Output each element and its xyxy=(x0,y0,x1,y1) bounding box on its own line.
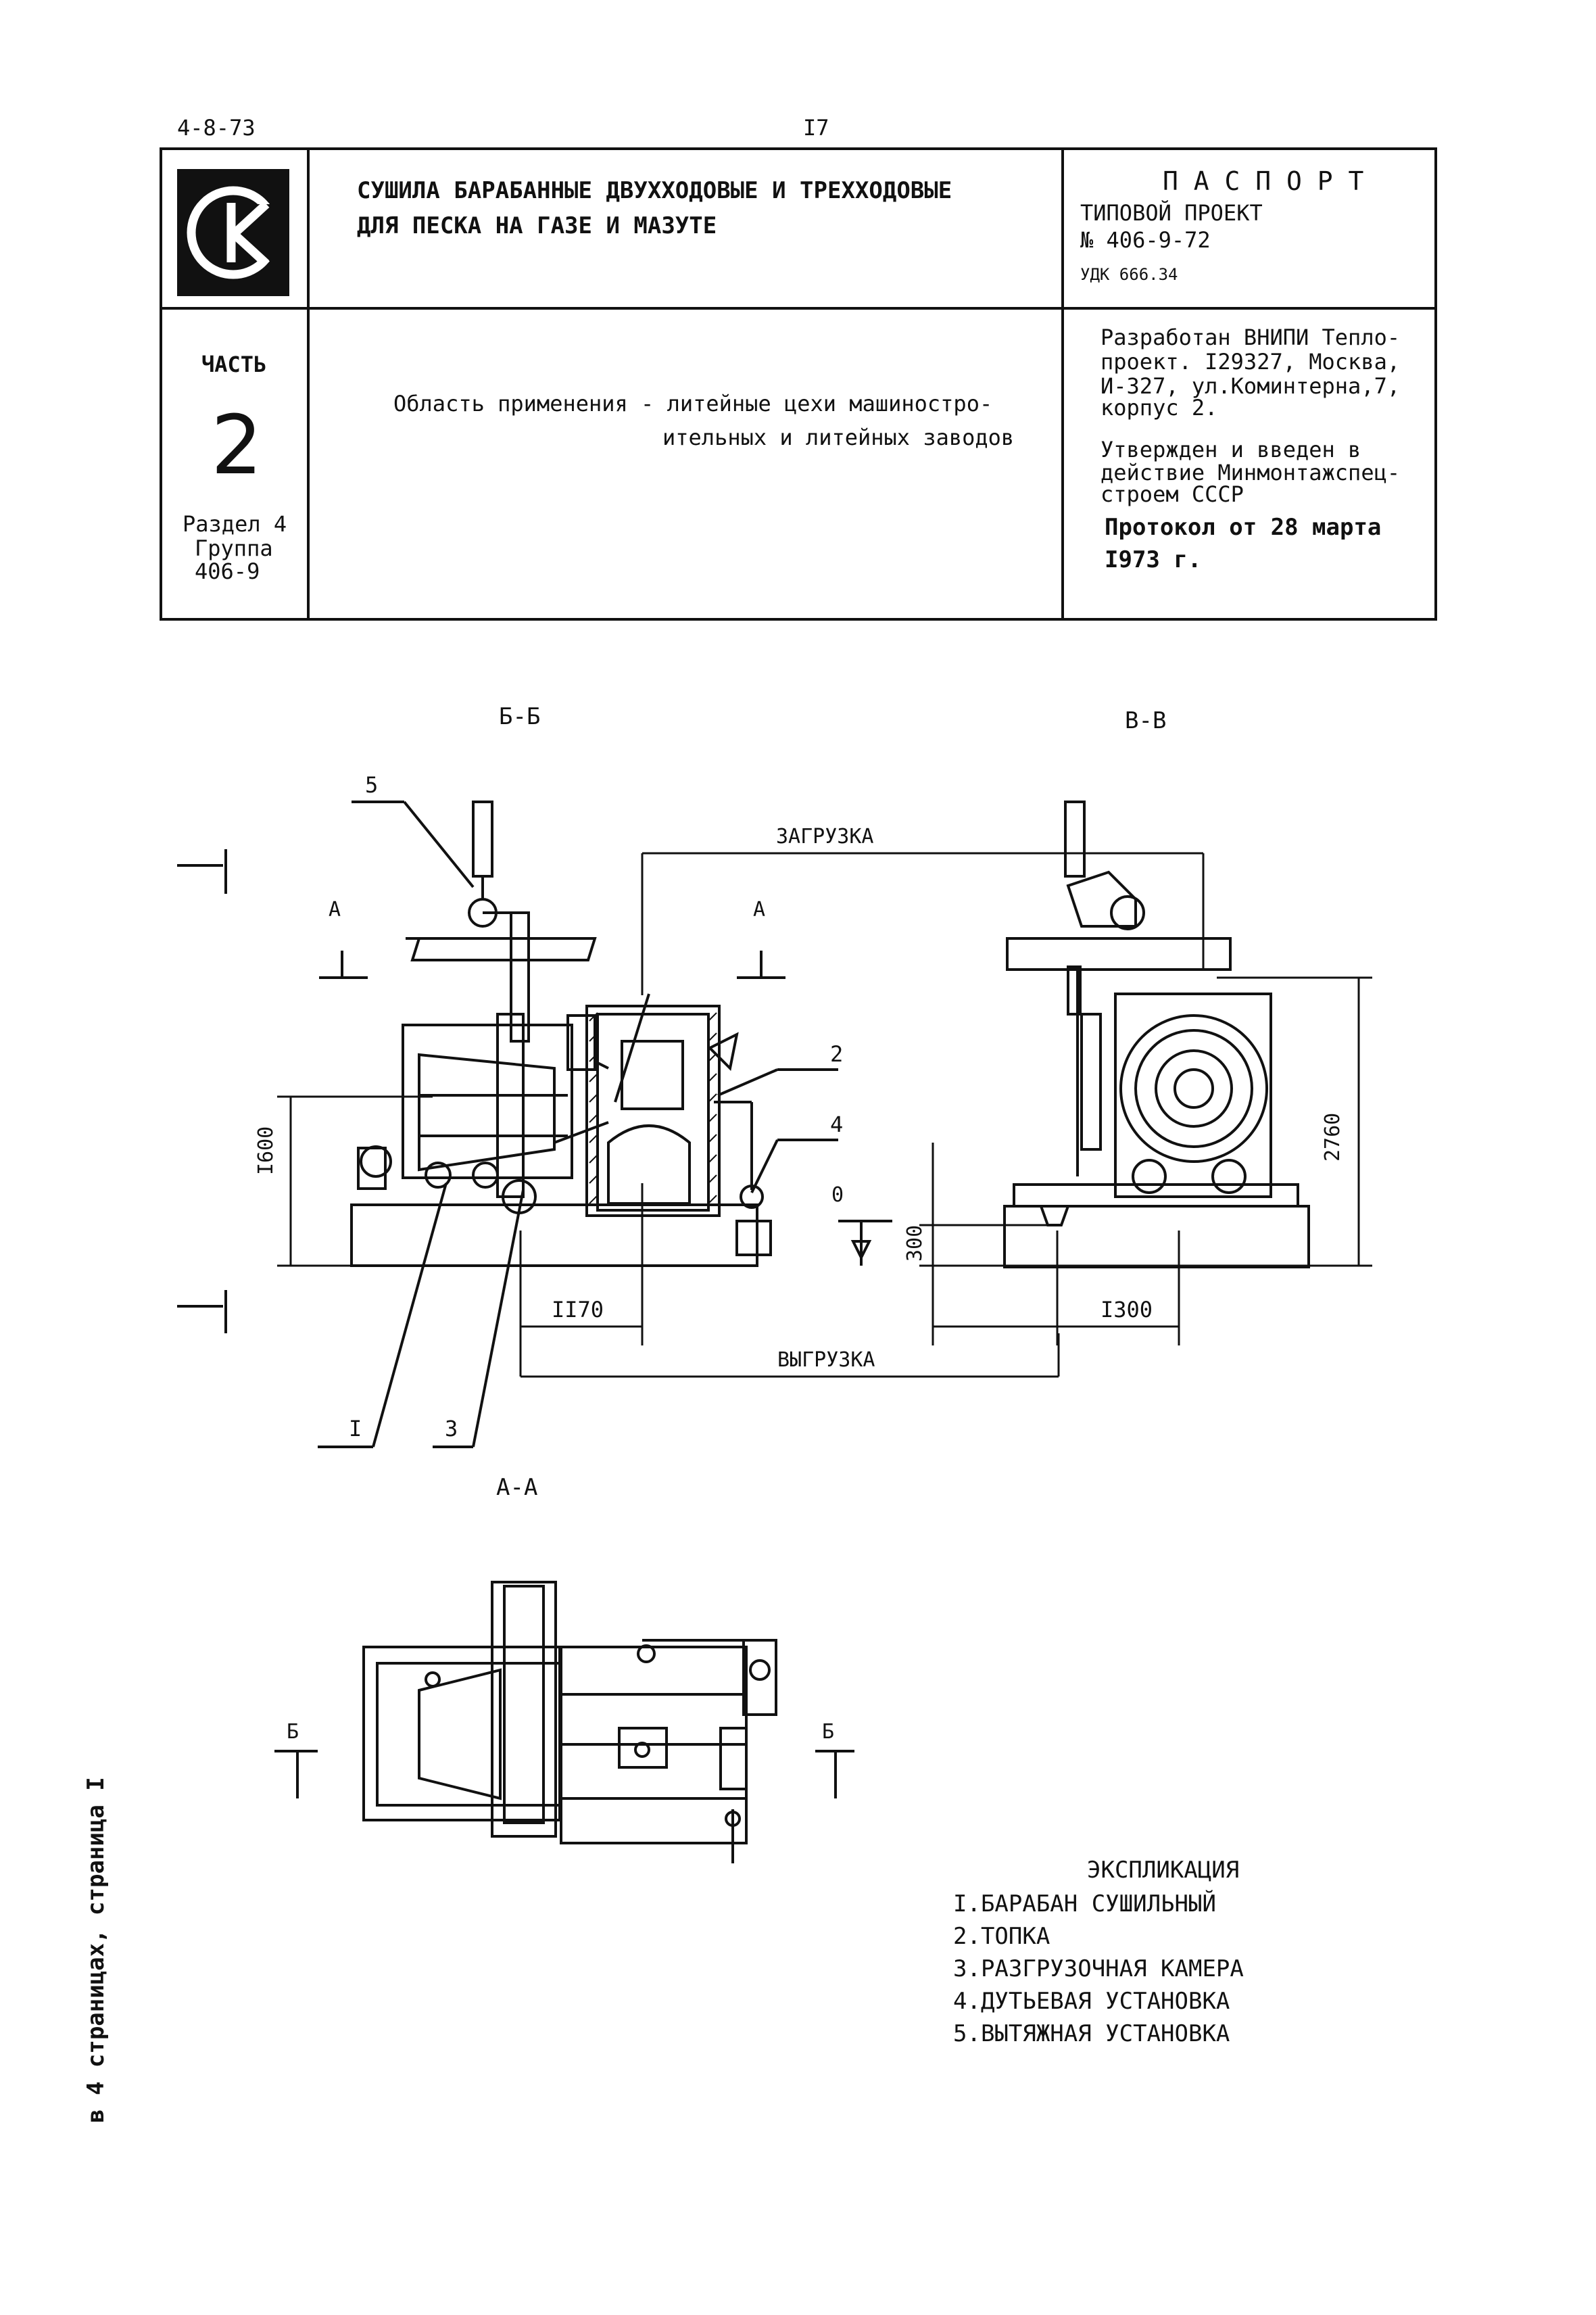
callout-3: 3 xyxy=(445,1416,458,1441)
developer-line3: И-327, ул.Коминтерна,7, xyxy=(1101,373,1401,399)
document-title-line1: СУШИЛА БАРАБАННЫЕ ДВУХХОДОВЫЕ И ТРЕХХОДО… xyxy=(357,177,952,204)
title-block xyxy=(160,147,1437,621)
scope-line2: ительных и литейных заводов xyxy=(662,425,1015,450)
cut-label-b-left: Б xyxy=(287,1720,299,1744)
legend-item: 3.РАЗГРУЗОЧНАЯ КАМЕРА xyxy=(953,1955,1244,1982)
legend-item: 4.ДУТЬЕВАЯ УСТАНОВКА xyxy=(953,1988,1230,2015)
cut-label-a-left: А xyxy=(329,898,341,922)
document-title-line2: ДЛЯ ПЕСКА НА ГАЗЕ И МАЗУТЕ xyxy=(357,212,717,239)
group-label: Группа xyxy=(195,535,273,561)
title-block-divider-left xyxy=(307,147,310,621)
callout-5: 5 xyxy=(365,772,379,798)
approved-line2: действие Минмонтажспец- xyxy=(1101,460,1401,485)
approved-line3: строем СССР xyxy=(1101,481,1244,507)
cut-label-a-right: А xyxy=(753,898,766,922)
developer-line2: проект. I29327, Москва, xyxy=(1101,349,1401,375)
udk-code: УДК 666.34 xyxy=(1080,265,1178,284)
part-number: 2 xyxy=(211,399,263,493)
loading-label: ЗАГРУЗКА xyxy=(776,825,874,849)
protocol-line2: I973 г. xyxy=(1105,546,1202,573)
level-zero-label: 0 xyxy=(831,1183,844,1207)
section-label: Раздел 4 xyxy=(183,511,287,537)
protocol-line1: Протокол от 28 марта xyxy=(1105,514,1382,541)
project-type: ТИПОВОЙ ПРОЕКТ xyxy=(1080,200,1263,226)
ck-logo-icon xyxy=(177,169,294,296)
callout-1: I xyxy=(349,1416,362,1441)
approved-line1: Утвержден и введен в xyxy=(1101,437,1361,462)
unloading-label: ВЫГРУЗКА xyxy=(777,1348,875,1372)
dimension-2760: 2760 xyxy=(1321,1112,1345,1162)
title-block-divider-right xyxy=(1061,147,1064,621)
dimension-1300: I300 xyxy=(1101,1297,1153,1322)
group-number: 406-9 xyxy=(195,558,260,584)
dimension-300: 300 xyxy=(903,1224,927,1262)
legend-item: I.БАРАБАН СУШИЛЬНЫЙ xyxy=(953,1890,1216,1917)
project-number: № 406-9-72 xyxy=(1080,227,1211,253)
document-code: 4-8-73 xyxy=(177,115,256,141)
callout-4: 4 xyxy=(830,1112,844,1137)
legend-title: ЭКСПЛИКАЦИЯ xyxy=(1087,1857,1240,1884)
scope-line1: Область применения - литейные цехи машин… xyxy=(393,391,993,416)
dimension-1600: I600 xyxy=(254,1126,278,1175)
dimension-1170: II70 xyxy=(552,1297,604,1322)
section-aa-label: А-А xyxy=(496,1474,538,1501)
legend-item: 2.ТОПКА xyxy=(953,1923,1050,1950)
title-block-divider-middle xyxy=(160,307,1437,310)
section-vv-label: В-В xyxy=(1125,707,1167,734)
part-label: ЧАСТЬ xyxy=(201,352,267,377)
callout-2: 2 xyxy=(830,1041,844,1067)
cut-label-b-right: Б xyxy=(822,1720,835,1744)
legend-item: 5.ВЫТЯЖНАЯ УСТАНОВКА xyxy=(953,2020,1230,2047)
margin-page-note: в 4 страницах, страница I xyxy=(82,1777,110,2123)
developer-line4: корпус 2. xyxy=(1101,395,1218,421)
section-bb-label: Б-Б xyxy=(499,703,541,730)
passport-label: П А С П О Р Т xyxy=(1163,166,1364,196)
developer-line1: Разработан ВНИПИ Тепло- xyxy=(1101,325,1401,350)
page-number: I7 xyxy=(803,115,829,141)
